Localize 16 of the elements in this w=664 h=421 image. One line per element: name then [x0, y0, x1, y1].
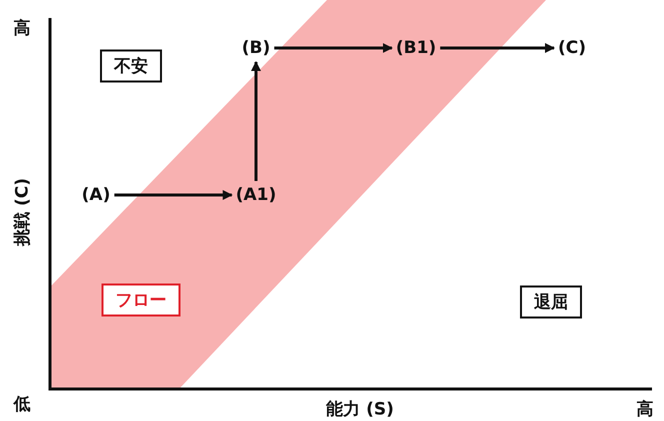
point-label: (B) [242, 38, 270, 58]
arrow [114, 190, 233, 200]
axis-label: 低 [14, 394, 30, 416]
zone-label-box: 退屈 [520, 286, 582, 318]
axis-label: 高 [636, 398, 654, 420]
axis-label: 挑戦 (C) [12, 178, 34, 246]
point-label: (C) [558, 38, 586, 58]
arrow [251, 61, 261, 181]
point-label: (A1) [236, 185, 276, 205]
point-label: (B1) [396, 38, 436, 58]
axis-label: 高 [14, 18, 30, 40]
zone-label-box: フロー [102, 284, 180, 316]
point-label: (A) [82, 185, 110, 205]
zone-label-box: 不安 [100, 50, 162, 82]
arrow [440, 43, 555, 53]
axis-label: 能力 (S) [326, 398, 394, 420]
